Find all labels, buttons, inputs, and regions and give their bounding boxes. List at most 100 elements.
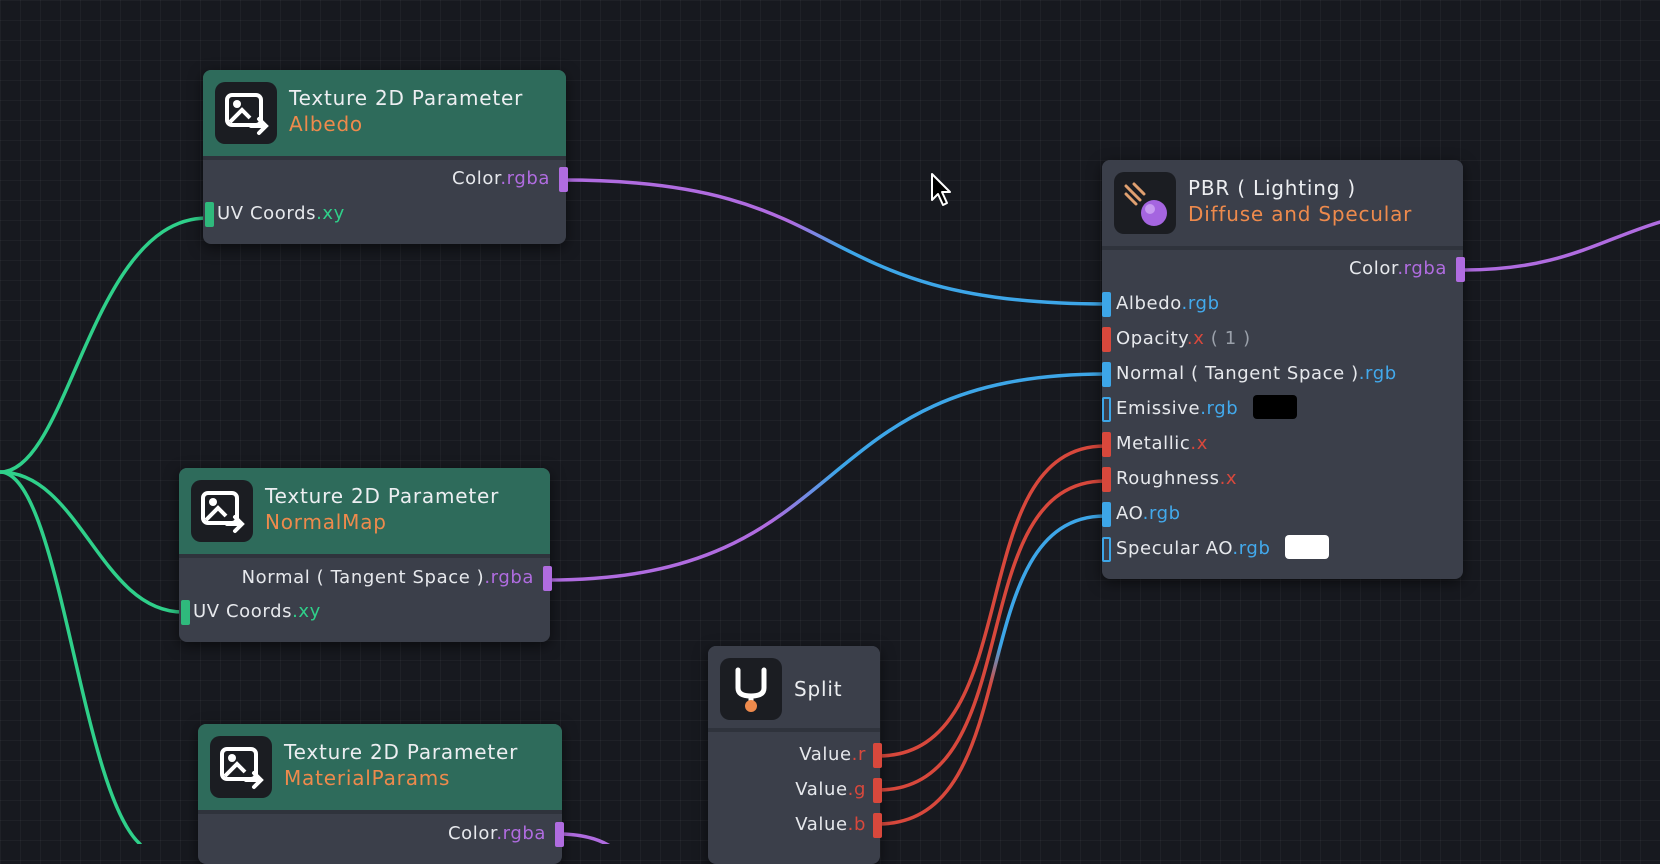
port-swizzle: .x: [1186, 328, 1205, 349]
port-swizzle: .rgb: [1232, 538, 1271, 559]
port-swizzle: .rgb: [1358, 363, 1397, 384]
port-swizzle: .rgb: [1142, 503, 1181, 524]
node-header[interactable]: Split: [708, 646, 880, 732]
node-subtitle: NormalMap: [265, 510, 387, 534]
wire-uv-normalmap: [0, 470, 185, 614]
input-pin-ao[interactable]: [1102, 502, 1111, 527]
wire-uv-materialparams: [0, 470, 142, 844]
wire-split-g-roughness: [876, 479, 1107, 792]
output-port-b[interactable]: Value.b: [795, 812, 866, 838]
output-pin-g[interactable]: [873, 778, 882, 803]
texture-node-materialparams[interactable]: Texture 2D Parameter MaterialParams Colo…: [198, 724, 564, 864]
port-swizzle: .rgba: [496, 823, 546, 844]
input-pin-specular-ao[interactable]: [1102, 537, 1111, 562]
wire-normal: [546, 372, 1107, 582]
node-header[interactable]: PBR ( Lighting ) Diffuse and Specular: [1102, 160, 1463, 250]
port-swizzle: .rgb: [1200, 398, 1239, 419]
emissive-color-swatch[interactable]: [1252, 395, 1297, 419]
port-label: UV Coords: [193, 601, 293, 622]
wire-albedo-color: [561, 178, 1107, 306]
port-label: Metallic: [1116, 433, 1191, 454]
input-port-roughness[interactable]: Roughness.x: [1116, 466, 1237, 492]
port-label: AO: [1116, 503, 1143, 524]
input-port-metallic[interactable]: Metallic.x: [1116, 431, 1208, 457]
wire-pbr-color-out: [1462, 220, 1660, 272]
output-pin-color[interactable]: [559, 167, 568, 192]
port-swizzle: .b: [847, 814, 866, 835]
input-pin-uv-coords[interactable]: [205, 202, 214, 227]
port-default-value: ( 1 ): [1210, 328, 1251, 349]
node-subtitle: Diffuse and Specular: [1188, 202, 1413, 226]
input-port-emissive[interactable]: Emissive.rgb: [1116, 395, 1297, 422]
output-pin-b[interactable]: [873, 813, 882, 838]
node-header[interactable]: Texture 2D Parameter NormalMap: [179, 468, 550, 558]
node-title: Texture 2D Parameter: [265, 484, 500, 508]
node-title: PBR ( Lighting ): [1188, 176, 1356, 200]
port-label: Value: [799, 744, 852, 765]
image-arrow-icon: [215, 82, 277, 144]
output-port-color[interactable]: Color.rgba: [448, 821, 546, 847]
port-label: Roughness: [1116, 468, 1220, 489]
port-label: Value: [795, 814, 848, 835]
node-title: Texture 2D Parameter: [289, 86, 524, 110]
split-icon: [720, 658, 782, 720]
port-swizzle: .x: [1219, 468, 1238, 489]
texture-node-normalmap[interactable]: Texture 2D Parameter NormalMap Normal ( …: [179, 468, 552, 642]
port-label: Color: [1348, 258, 1398, 279]
output-pin-color[interactable]: [555, 822, 564, 847]
image-arrow-icon: [210, 736, 272, 798]
lighting-sphere-icon: [1114, 172, 1176, 234]
output-port-g[interactable]: Value.g: [795, 777, 866, 803]
node-title: Split: [794, 677, 843, 701]
node-header[interactable]: Texture 2D Parameter MaterialParams: [198, 724, 562, 814]
port-label: Color: [451, 168, 501, 189]
wire-split-b-ao: [876, 514, 1107, 826]
port-label: Albedo: [1116, 293, 1182, 314]
input-pin-albedo[interactable]: [1102, 292, 1111, 317]
port-swizzle: .rgba: [484, 567, 534, 588]
image-arrow-icon: [191, 480, 253, 542]
node-title: Texture 2D Parameter: [284, 740, 519, 764]
output-port-color[interactable]: Color.rgba: [1349, 256, 1447, 282]
port-label: UV Coords: [217, 203, 317, 224]
input-port-normal[interactable]: Normal ( Tangent Space ).rgb: [1116, 361, 1397, 387]
input-pin-emissive[interactable]: [1102, 397, 1111, 422]
input-pin-uv-coords[interactable]: [181, 600, 190, 625]
input-port-uv-coords[interactable]: UV Coords.xy: [193, 599, 321, 625]
port-label: Normal ( Tangent Space ): [1116, 363, 1359, 384]
input-port-uv-coords[interactable]: UV Coords.xy: [217, 201, 345, 227]
texture-node-albedo[interactable]: Texture 2D Parameter Albedo Color.rgba U…: [203, 70, 568, 244]
port-label: Emissive: [1116, 398, 1201, 419]
port-swizzle: .xy: [292, 601, 321, 622]
node-subtitle: MaterialParams: [284, 766, 451, 790]
port-label: Specular AO: [1116, 538, 1233, 559]
port-swizzle: .xy: [316, 203, 345, 224]
output-pin-r[interactable]: [873, 743, 882, 768]
output-port-r[interactable]: Value.r: [799, 742, 866, 768]
input-pin-roughness[interactable]: [1102, 467, 1111, 492]
output-port-color[interactable]: Color.rgba: [452, 166, 550, 192]
input-port-opacity[interactable]: Opacity.x ( 1 ): [1116, 326, 1251, 352]
input-pin-normal[interactable]: [1102, 362, 1111, 387]
mouse-cursor-icon: [931, 173, 951, 206]
input-port-ao[interactable]: AO.rgb: [1116, 501, 1181, 527]
output-pin-normal[interactable]: [543, 566, 552, 591]
output-pin-color[interactable]: [1456, 257, 1465, 282]
input-port-specular-ao[interactable]: Specular AO.rgb: [1116, 535, 1329, 562]
port-label: Value: [795, 779, 848, 800]
port-swizzle: .rgba: [1397, 258, 1447, 279]
port-swizzle: .r: [851, 744, 866, 765]
wire-materialparams-color: [556, 832, 611, 844]
node-header[interactable]: Texture 2D Parameter Albedo: [203, 70, 566, 160]
port-label: Opacity: [1116, 328, 1187, 349]
wire-uv-albedo: [0, 216, 209, 474]
pbr-lighting-node[interactable]: PBR ( Lighting ) Diffuse and Specular Co…: [1102, 160, 1465, 579]
input-port-albedo[interactable]: Albedo.rgb: [1116, 291, 1220, 317]
input-pin-opacity[interactable]: [1102, 327, 1111, 352]
output-port-normal[interactable]: Normal ( Tangent Space ).rgba: [242, 565, 534, 591]
specular-ao-color-swatch[interactable]: [1284, 535, 1329, 559]
input-pin-metallic[interactable]: [1102, 432, 1111, 457]
port-swizzle: .g: [847, 779, 866, 800]
port-swizzle: .rgb: [1181, 293, 1220, 314]
split-node[interactable]: Split Value.r Value.g Value.b: [708, 646, 882, 864]
